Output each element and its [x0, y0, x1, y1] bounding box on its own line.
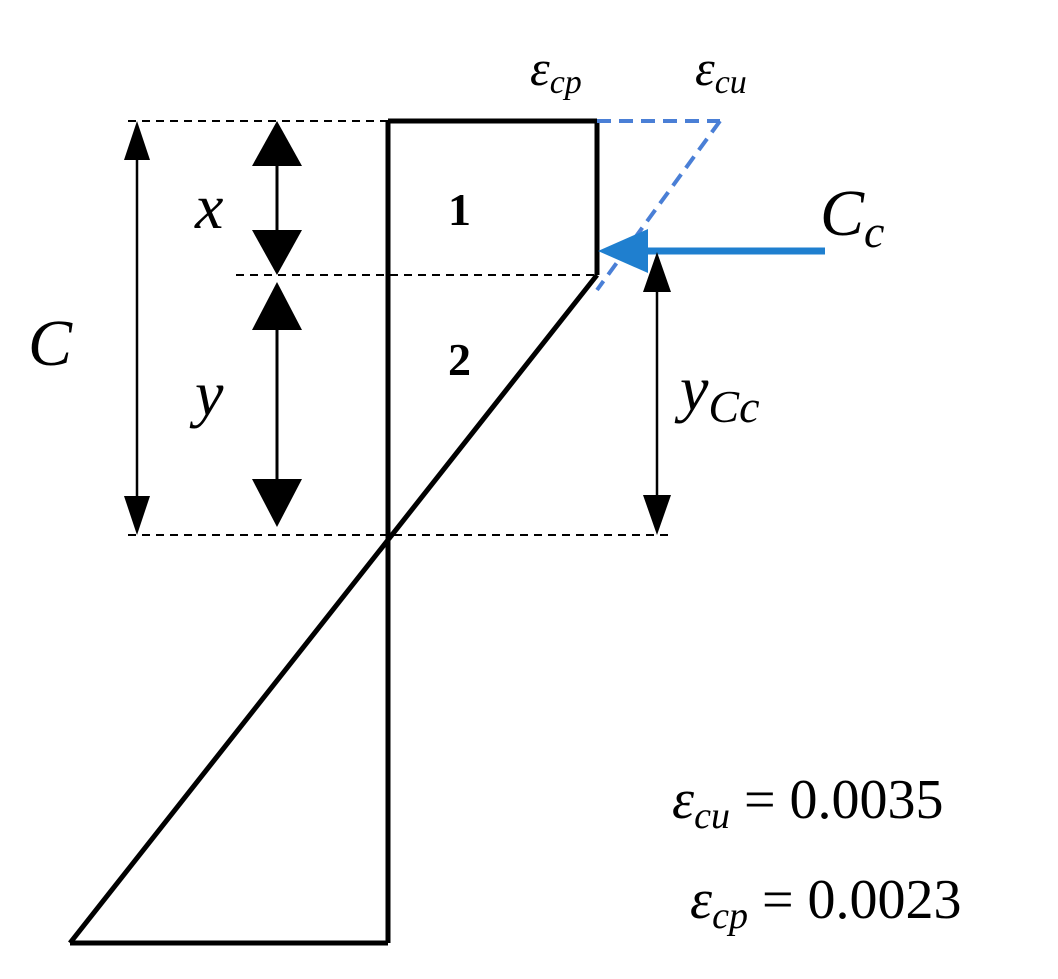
region-2-label: 2 [448, 334, 471, 385]
eps-cu-equation: εcu = 0.0035 [672, 769, 944, 837]
ycc-dimension-arrow-bottom [643, 495, 671, 535]
eps-cp-top-label: εcp [530, 40, 582, 101]
eps-cu-top-label: εcu [695, 40, 747, 101]
c-depth-label: C [28, 307, 73, 380]
x-dimension-arrow-top [252, 121, 302, 166]
region-1-label: 1 [448, 184, 471, 235]
ultimate-strain-diagonal-dashed [595, 119, 722, 292]
strain-diagonal-line [68, 273, 599, 945]
c-dimension-arrow-top [124, 121, 150, 160]
y-depth-label: y [189, 358, 224, 429]
eps-cp-equation: εcp = 0.0023 [690, 869, 962, 937]
cc-force-label: Cc [820, 177, 884, 257]
ycc-dimension-arrow-top [643, 252, 671, 292]
y-dimension-arrow-top [252, 282, 302, 330]
x-dimension-arrow-bottom [252, 230, 302, 275]
ycc-lever-label: yCc [674, 353, 760, 432]
x-depth-label: x [194, 171, 223, 242]
cc-force-arrowhead [598, 229, 648, 273]
y-dimension-arrow-bottom [252, 479, 302, 527]
c-dimension-arrow-bottom [124, 496, 150, 535]
